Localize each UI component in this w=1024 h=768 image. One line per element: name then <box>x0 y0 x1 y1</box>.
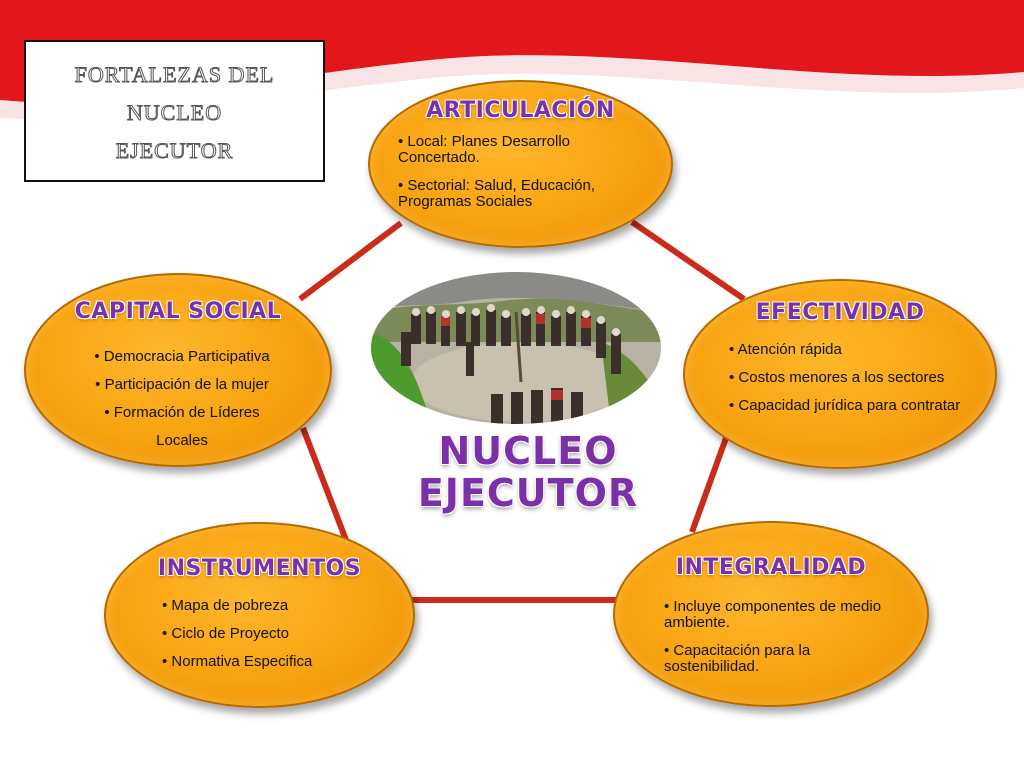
photo-illustration <box>371 272 661 424</box>
center-title-line-1: NUCLEO <box>438 429 618 473</box>
oval-integralidad-title: INTEGRALIDAD <box>675 555 867 580</box>
list-item: • Democracia Participativa <box>94 348 270 365</box>
connector-top-right <box>630 219 746 302</box>
oval-efectividad-list: • Atención rápida • Costos menores a los… <box>729 342 979 426</box>
center-title-line-2: EJECUTOR <box>417 471 639 515</box>
slide-title-line-1: FORTALEZAS DEL NUCLEO <box>74 62 275 126</box>
oval-integralidad: INTEGRALIDAD • Incluye componentes de me… <box>613 521 929 707</box>
oval-articulacion-list: • Local: Planes Desarrollo Concertado. •… <box>398 134 650 222</box>
list-item: • Atención rápida <box>729 341 842 358</box>
slide-title-box: FORTALEZAS DEL NUCLEO EJECUTOR <box>24 40 325 182</box>
oval-instrumentos-list: • Mapa de pobreza • Ciclo de Proyecto • … <box>162 598 402 682</box>
list-item: Locales <box>156 432 208 449</box>
center-title: NUCLEO EJECUTOR <box>400 430 656 514</box>
oval-instrumentos: INSTRUMENTOS • Mapa de pobreza • Ciclo d… <box>104 522 415 708</box>
oval-capital-social: CAPITAL SOCIAL • Democracia Participativ… <box>24 273 332 467</box>
connector-left-bottom <box>300 426 349 542</box>
oval-integralidad-list: • Incluye componentes de medio ambiente.… <box>664 599 906 687</box>
oval-articulacion: ARTICULACIÓN • Local: Planes Desarrollo … <box>368 80 673 248</box>
list-item: • Formación de Líderes <box>104 404 260 421</box>
connector-right-bottom <box>689 436 729 534</box>
oval-capital-social-list: • Democracia Participativa • Participaci… <box>56 349 308 461</box>
oval-instrumentos-title: INSTRUMENTOS <box>157 556 362 581</box>
oval-capital-social-title: CAPITAL SOCIAL <box>74 299 282 324</box>
list-item: • Mapa de pobreza <box>162 597 289 614</box>
oval-efectividad: EFECTIVIDAD • Atención rápida • Costos m… <box>683 279 997 469</box>
list-item: • Ciclo de Proyecto <box>162 625 289 642</box>
list-item: • Costos menores a los sectores <box>729 369 945 386</box>
community-meeting-photo <box>371 272 661 424</box>
list-item: • Participación de la mujer <box>95 376 269 393</box>
list-item: • Capacitación para la sostenibilidad. <box>664 642 811 675</box>
list-item: • Local: Planes Desarrollo Concertado. <box>398 133 571 166</box>
slide-title-line-2: EJECUTOR <box>115 138 234 164</box>
pentagon-connectors <box>298 219 746 603</box>
oval-efectividad-title: EFECTIVIDAD <box>755 300 925 325</box>
list-item: • Sectorial: Salud, Educación, Programas… <box>398 177 596 210</box>
list-item: • Normativa Especifica <box>162 653 313 670</box>
red-header-swoosh-highlight <box>0 55 1024 119</box>
list-item: • Incluye componentes de medio ambiente. <box>664 598 882 631</box>
connector-top-left <box>298 220 403 302</box>
list-item: • Capacidad jurídica para contratar <box>729 397 961 414</box>
oval-articulacion-title: ARTICULACIÓN <box>426 98 615 123</box>
